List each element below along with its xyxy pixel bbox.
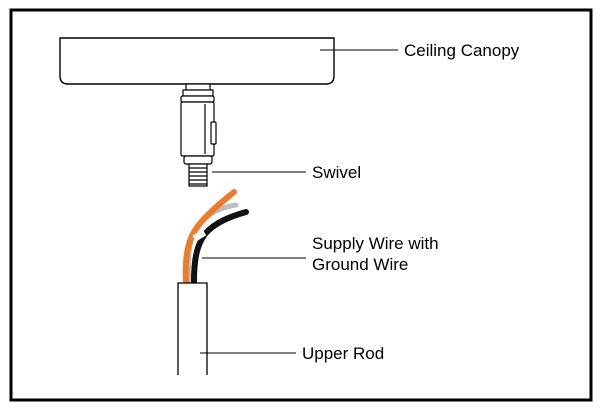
leader-lines — [200, 49, 398, 354]
upper-rod-label: Upper Rod — [302, 344, 384, 363]
swivel-label: Swivel — [312, 163, 361, 182]
swivel — [180, 83, 217, 187]
upper-rod — [177, 282, 208, 375]
supply-wire-label-line2: Ground Wire — [312, 255, 408, 274]
orange-wire — [182, 189, 237, 285]
supply-wire-label-line1: Supply Wire with — [312, 234, 439, 253]
ceiling-canopy-label: Ceiling Canopy — [404, 41, 520, 60]
supply-wires — [182, 189, 249, 285]
ceiling-canopy — [59, 37, 335, 85]
